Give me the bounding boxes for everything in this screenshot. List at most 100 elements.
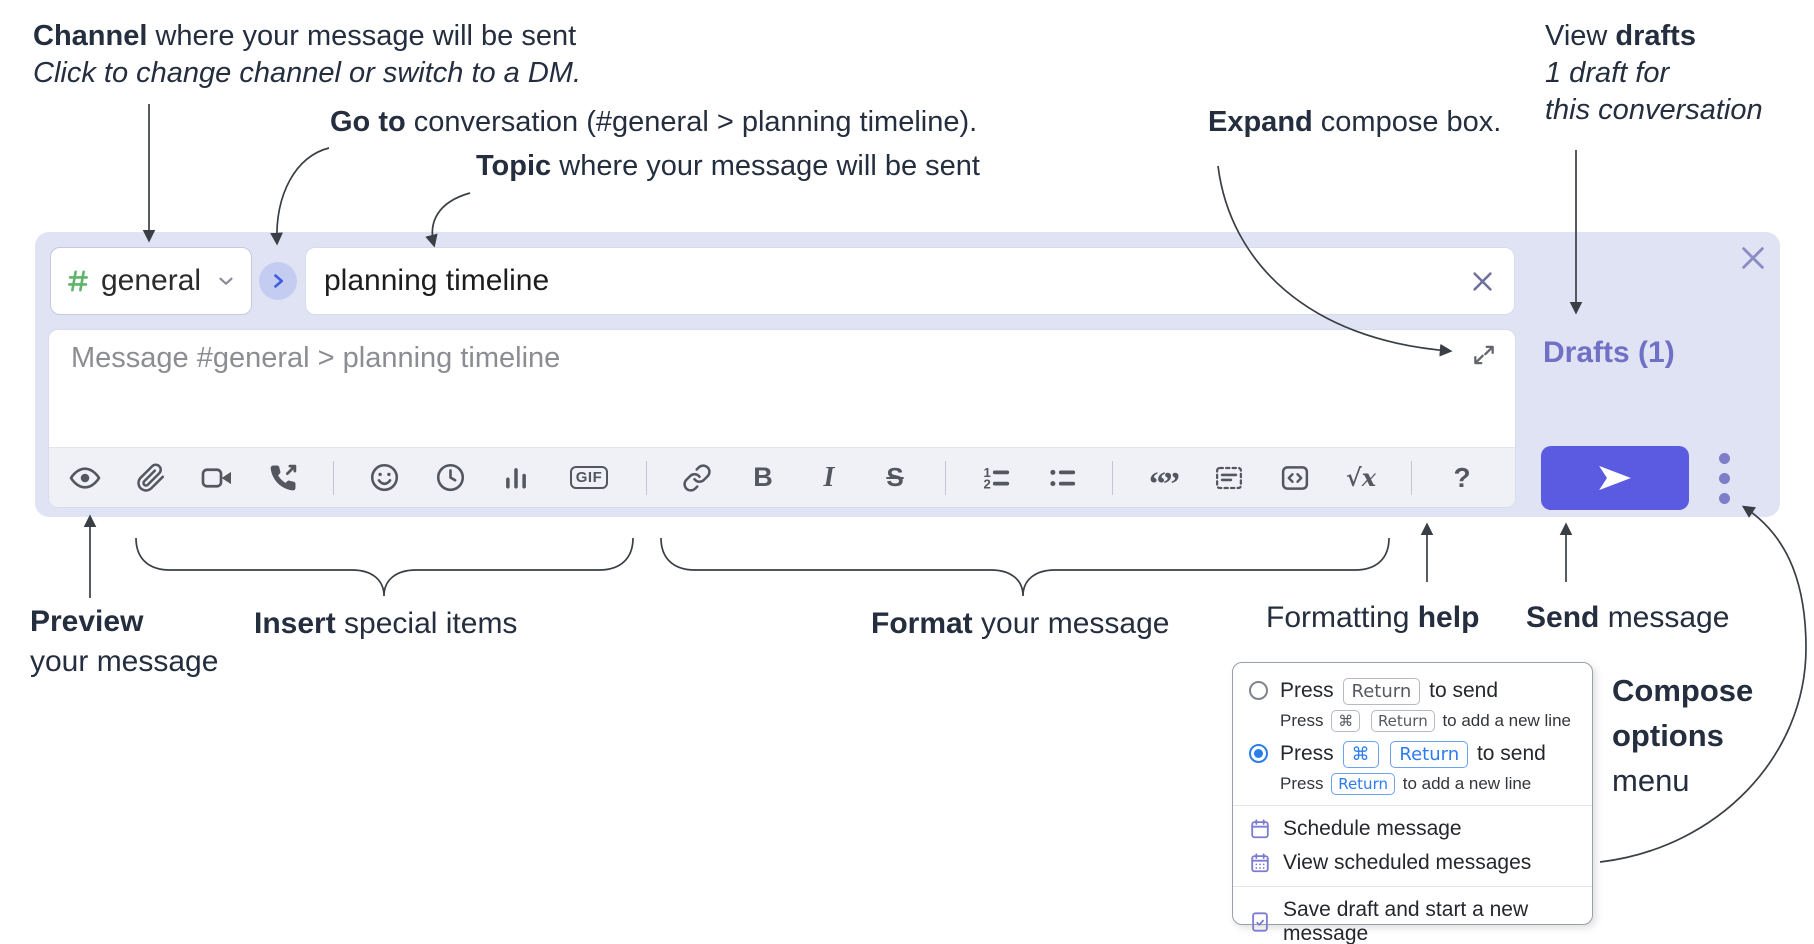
- bold-button[interactable]: B: [747, 462, 779, 494]
- math-icon: √x: [1345, 463, 1377, 492]
- insert-annotation-bold: Insert: [254, 607, 336, 640]
- calendar-icon: [1249, 818, 1271, 840]
- view-drafts-line3: this conversation: [1545, 94, 1763, 126]
- topic-annotation-bold: Topic: [476, 150, 552, 182]
- topic-annotation-rest: where your message will be sent: [551, 150, 980, 182]
- strikethrough-button[interactable]: S: [879, 462, 911, 494]
- option-subtext: Press: [1280, 711, 1324, 730]
- option-subtext: to add a new line: [1402, 774, 1532, 793]
- compose-toolbar: GIF B I S: [49, 447, 1515, 507]
- link-button[interactable]: [681, 462, 713, 494]
- menu-item-save-draft[interactable]: Save draft and start a new message: [1233, 893, 1592, 944]
- toolbar-separator: [1112, 460, 1113, 495]
- numbered-list-button[interactable]: 1 2: [980, 462, 1012, 494]
- insert-annotation-rest: special items: [335, 607, 518, 640]
- send-button[interactable]: [1541, 446, 1689, 510]
- close-icon: [1742, 247, 1764, 269]
- emoji-button[interactable]: [368, 462, 400, 494]
- time-mention-button[interactable]: [434, 462, 466, 494]
- send-icon: [1599, 465, 1631, 491]
- radio-unselected-icon[interactable]: [1249, 681, 1268, 700]
- menu-item-label: Save draft and start a new message: [1283, 898, 1529, 944]
- option-subtext: to add a new line: [1442, 711, 1571, 730]
- code-button[interactable]: [1279, 462, 1311, 494]
- bar-chart-icon: [506, 467, 526, 488]
- italic-icon: I: [823, 461, 835, 493]
- channel-name: general: [101, 264, 202, 297]
- quote-button[interactable]: “”: [1147, 462, 1180, 501]
- preview-annotation-bold: Preview: [30, 605, 144, 638]
- toolbar-separator: [333, 460, 334, 495]
- bulleted-list-icon: [1050, 469, 1076, 486]
- return-key: Return: [1342, 678, 1421, 705]
- insert-annotation: Insert special items: [254, 604, 517, 644]
- formatting-help-annotation: Formatting help: [1266, 598, 1479, 638]
- eye-icon: [69, 466, 101, 489]
- paperclip-icon: [137, 463, 165, 492]
- cmd-key: ⌘: [1331, 710, 1361, 732]
- view-drafts-bold: drafts: [1615, 20, 1696, 52]
- goto-annotation-rest: conversation (#general > planning timeli…: [405, 106, 978, 138]
- clear-topic-button[interactable]: [1469, 268, 1496, 295]
- menu-divider: [1233, 805, 1592, 806]
- topic-input[interactable]: planning timeline: [305, 247, 1515, 315]
- menu-divider: [1233, 886, 1592, 887]
- compose-options-line1: Compose: [1612, 673, 1754, 708]
- close-compose-button[interactable]: [1738, 243, 1768, 273]
- send-annotation-rest: message: [1599, 601, 1730, 634]
- format-annotation-rest: your message: [972, 607, 1170, 640]
- attach-file-button[interactable]: [135, 462, 167, 494]
- channel-annotation: Channel where your message will be sent …: [33, 18, 581, 92]
- bulleted-list-button[interactable]: [1046, 462, 1078, 494]
- option-text: Press: [1280, 679, 1334, 702]
- toolbar-separator: [646, 460, 647, 495]
- menu-item-label: Schedule message: [1283, 817, 1462, 840]
- format-annotation-bold: Format: [871, 607, 973, 640]
- expand-diagonal-icon: [1474, 345, 1494, 365]
- ellipsis-dot-icon: [1718, 492, 1730, 504]
- poll-button[interactable]: [500, 462, 532, 494]
- svg-text:1: 1: [984, 464, 991, 479]
- view-drafts-line2: 1 draft for: [1545, 57, 1670, 89]
- radio-selected-icon[interactable]: [1249, 744, 1268, 763]
- bold-icon: B: [753, 462, 773, 492]
- expand-annotation-rest: compose box.: [1312, 106, 1502, 138]
- video-call-button[interactable]: [201, 462, 233, 494]
- link-icon: [683, 463, 711, 492]
- view-drafts-pre: View: [1545, 20, 1616, 52]
- go-to-conversation-button[interactable]: [259, 262, 297, 300]
- clock-icon: [436, 463, 464, 492]
- menu-item-view-scheduled[interactable]: View scheduled messages: [1233, 846, 1592, 880]
- formatting-help-button[interactable]: ?: [1446, 462, 1478, 494]
- menu-item-schedule-message[interactable]: Schedule message: [1233, 812, 1592, 846]
- ellipsis-dot-icon: [1718, 472, 1730, 484]
- compose-options-button[interactable]: [1712, 447, 1736, 509]
- ellipsis-dot-icon: [1718, 452, 1730, 464]
- math-button[interactable]: √x: [1345, 462, 1377, 494]
- view-drafts-annotation: View drafts 1 draft for this conversatio…: [1545, 18, 1763, 129]
- expand-compose-button[interactable]: [1471, 342, 1497, 368]
- italic-button[interactable]: I: [813, 462, 845, 494]
- option-text: Press: [1280, 742, 1334, 765]
- voice-call-button[interactable]: [267, 462, 299, 494]
- draft-check-icon: [1249, 911, 1271, 933]
- message-compose-area: Message #general > planning timeline: [48, 329, 1516, 508]
- channel-annotation-sub: Click to change channel or switch to a D…: [33, 57, 582, 89]
- svg-text:2: 2: [984, 476, 991, 491]
- gif-icon: GIF: [569, 466, 609, 489]
- drafts-link[interactable]: Drafts (1): [1543, 336, 1675, 369]
- preview-button[interactable]: [69, 462, 101, 494]
- send-annotation-bold: Send: [1526, 601, 1600, 634]
- send-option-cmd-enter[interactable]: Press ⌘ Return to send Press Return to a…: [1233, 736, 1592, 799]
- channel-selector[interactable]: general: [50, 247, 252, 315]
- message-input[interactable]: Message #general > planning timeline: [71, 342, 561, 374]
- send-option-enter[interactable]: Press Return to send Press ⌘ Return to a…: [1233, 673, 1592, 736]
- goto-arrow: [270, 147, 330, 246]
- toolbar-separator: [945, 460, 946, 495]
- spoiler-icon: [1216, 466, 1242, 489]
- gif-button[interactable]: GIF: [566, 462, 612, 494]
- spoiler-button[interactable]: [1213, 462, 1245, 494]
- preview-annotation-line2: your message: [30, 645, 219, 678]
- compose-box: general planning timeline Message #gener…: [35, 232, 1780, 517]
